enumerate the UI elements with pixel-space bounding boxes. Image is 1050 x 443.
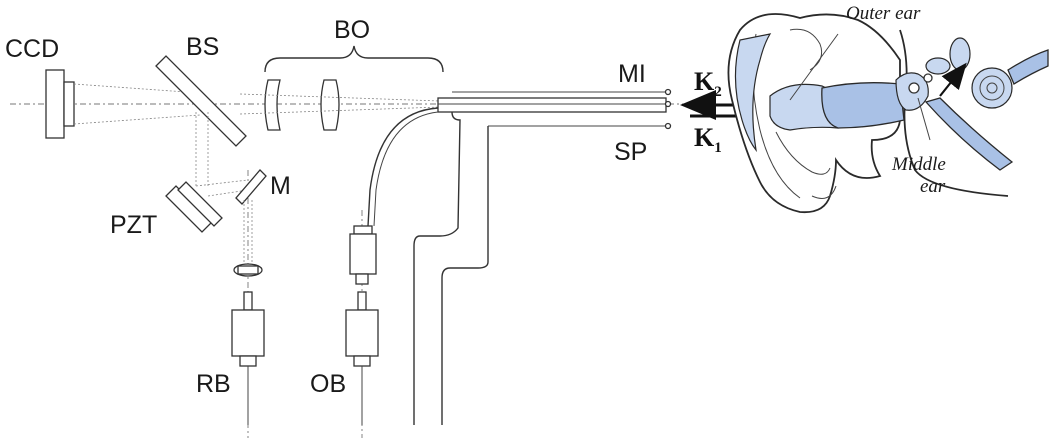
k1-label: K1	[694, 123, 722, 156]
m-label: M	[270, 172, 291, 200]
ccd-camera	[45, 69, 75, 139]
middle-ear-label-line2: ear	[920, 176, 946, 197]
probe-tube	[437, 88, 672, 130]
pzt-label: PZT	[110, 211, 157, 239]
reference-fiber-optics	[231, 200, 265, 425]
mi-label: MI	[618, 60, 646, 88]
bo-brace	[264, 45, 444, 73]
object-fiber-optics	[345, 225, 379, 425]
middle-ear-label-line1: Middle	[891, 154, 946, 175]
ccd-light-cone	[73, 83, 201, 125]
object-fiber	[367, 107, 439, 227]
mirror-m	[235, 169, 267, 205]
pzt-mirror	[165, 181, 223, 233]
bs-label: BS	[186, 33, 219, 61]
ccd-label: CCD	[5, 35, 59, 63]
outer-ear-leader	[789, 33, 839, 101]
bo-beam-cone	[239, 93, 441, 115]
beam-splitter	[155, 55, 247, 147]
outer-ear-label: Outer ear	[846, 3, 921, 24]
bo-lens-2	[320, 79, 340, 131]
bo-lens-1	[264, 79, 281, 131]
probe-cables	[413, 111, 489, 425]
ear-illustration	[727, 13, 1049, 214]
k2-label: K2	[694, 67, 722, 100]
middle-ear-leader	[917, 97, 931, 141]
ob-label: OB	[310, 370, 346, 398]
sp-label: SP	[614, 138, 647, 166]
rb-label: RB	[196, 370, 231, 398]
bo-label: BO	[334, 16, 370, 44]
